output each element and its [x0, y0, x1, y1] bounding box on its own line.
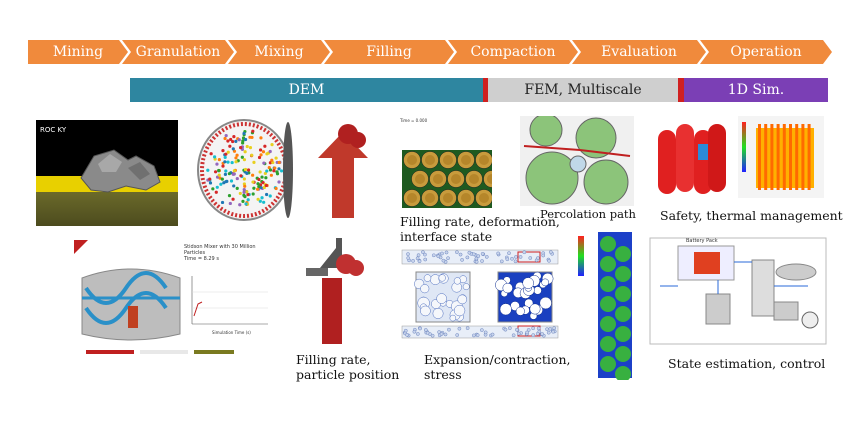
- fem-sim-separator: [678, 78, 684, 102]
- caption-line: particle position: [296, 367, 400, 382]
- caption-safety: Safety, thermal management: [660, 208, 843, 223]
- step-operation: Operation: [700, 40, 832, 64]
- step-evaluation: Evaluation: [572, 40, 706, 64]
- expansion-image: [394, 246, 566, 342]
- filling-wall-image: [306, 238, 366, 346]
- caption-line: interface state: [400, 229, 493, 244]
- mixer-xlabel: Simulation Time (s): [212, 330, 251, 335]
- thermal-image: [738, 116, 824, 198]
- stress-column-image: [578, 230, 638, 380]
- mixer-plot: [191, 276, 268, 325]
- fem-bar: FEM, Multiscale: [488, 78, 678, 102]
- mixer-time: Time = 8.29 s: [184, 256, 219, 262]
- caption-line: Filling rate, deformation,: [400, 214, 560, 229]
- logo-icon: [74, 240, 88, 254]
- mixer-title: Stidson Mixer with 30 Million Particles …: [184, 244, 272, 262]
- caption-line: Filling rate,: [296, 352, 371, 367]
- step-compaction: Compaction: [448, 40, 578, 64]
- battery-pack-diagram: Battery Pack: [648, 236, 828, 346]
- step-mining: Mining: [28, 40, 128, 64]
- granulation-drum-image: [192, 118, 298, 222]
- dem-fem-separator: [483, 78, 488, 102]
- caption-filling-position: Filling rate, particle position: [296, 352, 399, 382]
- microstructure-image: Time = 0.000: [398, 116, 494, 210]
- step-mixing: Mixing: [228, 40, 330, 64]
- step-granulation: Granulation: [122, 40, 234, 64]
- sim1d-bar: 1D Sim.: [684, 78, 828, 102]
- step-filling: Filling: [324, 40, 454, 64]
- dem-bar: DEM: [130, 78, 483, 102]
- battery-cells-image: [652, 116, 730, 198]
- caption-state-estimation: State estimation, control: [668, 356, 826, 371]
- mixer-title-line: Stidson Mixer with 30 Million Particles: [184, 244, 256, 256]
- filling-arrow-image: [310, 118, 378, 220]
- mining-rocky-image: ROC KY: [36, 120, 178, 226]
- caption-filling-deformation: Filling rate, deformation, interface sta…: [400, 214, 560, 244]
- battery-pack-label: Battery Pack: [686, 238, 718, 244]
- caption-line: stress: [424, 367, 462, 382]
- microstructure-particles: [402, 150, 492, 208]
- caption-percolation: Percolation path: [540, 207, 636, 221]
- rocky-logo: ROC KY: [40, 126, 67, 134]
- caption-line: Expansion/contraction,: [424, 352, 571, 367]
- mixer-image: Stidson Mixer with 30 Million Particles …: [72, 238, 272, 362]
- percolation-image: [520, 116, 634, 206]
- caption-expansion: Expansion/contraction, stress: [424, 352, 570, 382]
